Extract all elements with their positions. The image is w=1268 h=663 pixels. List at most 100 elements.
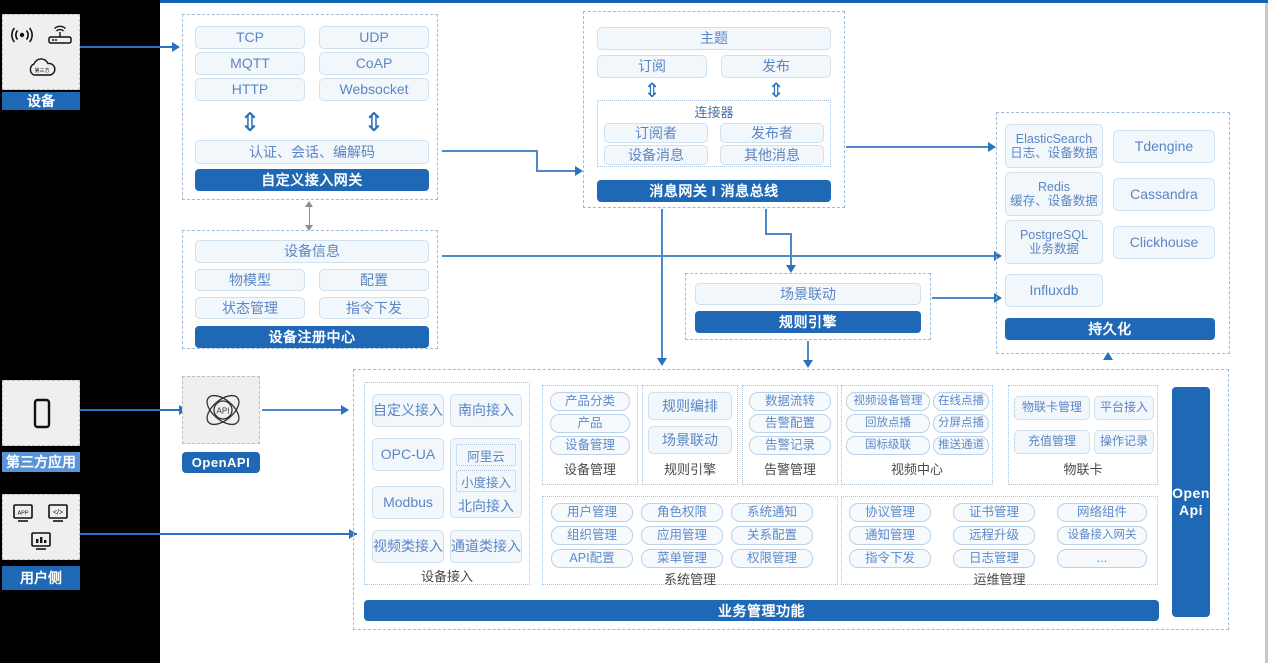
device-management-product-category[interactable]: 产品分类	[550, 392, 630, 411]
system-relation-config[interactable]: 关系配置	[731, 526, 813, 545]
registry-device-info[interactable]: 设备信息	[195, 240, 429, 263]
business-management-group	[353, 369, 1229, 630]
video-push-channel[interactable]: 推送通道	[933, 436, 989, 455]
protocol-coap[interactable]: CoAP	[319, 52, 429, 75]
messagebus-to-rule-seg3	[790, 233, 792, 267]
third-party-icon-tile	[2, 380, 80, 446]
device-management-device[interactable]: 设备管理	[550, 436, 630, 455]
system-menu-management[interactable]: 菜单管理	[641, 549, 723, 568]
system-app-management[interactable]: 应用管理	[641, 526, 723, 545]
device-access-opcua[interactable]: OPC-UA	[372, 438, 444, 471]
iot-card-management[interactable]: 物联卡管理	[1014, 396, 1090, 420]
connector-publisher[interactable]: 发布者	[720, 123, 824, 143]
ops-notification-management[interactable]: 通知管理	[849, 526, 931, 545]
video-gb-cascade[interactable]: 国标级联	[846, 436, 930, 455]
system-management-label: 系统管理	[663, 571, 716, 587]
connector-subscriber[interactable]: 订阅者	[604, 123, 708, 143]
registry-state-management[interactable]: 状态管理	[195, 297, 305, 319]
dashboard-chart-icon	[31, 532, 51, 550]
persistence-tdengine[interactable]: Tdengine	[1113, 130, 1215, 163]
device-access-modbus[interactable]: Modbus	[372, 486, 444, 519]
gateway-right-double-arrow-icon: ⇕	[363, 108, 385, 138]
persistence-clickhouse[interactable]: Clickhouse	[1113, 226, 1215, 259]
registry-command-dispatch[interactable]: 指令下发	[319, 297, 429, 319]
video-split-screen-vod[interactable]: 分屏点播	[933, 414, 989, 433]
messagebus-to-persistence-line	[846, 146, 988, 148]
video-device-management[interactable]: 视频设备管理	[846, 392, 930, 411]
messagebus-to-rule-seg1	[765, 209, 767, 234]
persistence-influxdb[interactable]: Influxdb	[1005, 274, 1103, 307]
protocol-websocket[interactable]: Websocket	[319, 78, 429, 101]
protocol-http[interactable]: HTTP	[195, 78, 305, 101]
ops-device-access-gateway[interactable]: 设备接入网关	[1057, 526, 1147, 545]
rule-scene-linkage[interactable]: 场景联动	[695, 283, 921, 305]
northbound-aliyun-box[interactable]	[456, 444, 516, 466]
message-subscribe[interactable]: 订阅	[597, 55, 707, 78]
protocol-mqtt[interactable]: MQTT	[195, 52, 305, 75]
ops-log-management[interactable]: 日志管理	[953, 549, 1035, 568]
persistence-postgresql[interactable]: PostgreSQL 业务数据	[1005, 220, 1103, 264]
gateway-auth-session-codec[interactable]: 认证、会话、编解码	[195, 140, 429, 164]
northbound-xiaodu-box[interactable]	[456, 470, 516, 492]
rule-engine-orchestration[interactable]: 规则编排	[648, 392, 732, 420]
alarm-config[interactable]: 告警配置	[749, 414, 831, 433]
protocol-tcp[interactable]: TCP	[195, 26, 305, 49]
video-online-vod[interactable]: 在线点播	[933, 392, 989, 411]
device-access-custom[interactable]: 自定义接入	[372, 394, 444, 427]
connector-device-message[interactable]: 设备消息	[604, 145, 708, 165]
ops-command-dispatch[interactable]: 指令下发	[849, 549, 931, 568]
ops-network-components[interactable]: 网络组件	[1057, 503, 1147, 522]
device-access-southbound[interactable]: 南向接入	[450, 394, 522, 427]
gateway-to-messagebus-seg1	[442, 150, 537, 152]
persistence-elasticsearch[interactable]: ElasticSearch 日志、设备数据	[1005, 124, 1103, 168]
rule-to-persistence-arrow	[994, 293, 1002, 303]
persistence-cassandra[interactable]: Cassandra	[1113, 178, 1215, 211]
alarm-records[interactable]: 告警记录	[749, 436, 831, 455]
rule-engine-group	[685, 273, 931, 340]
rule-to-business-line	[807, 341, 809, 363]
connector-device-to-gateway-arrow	[172, 42, 180, 52]
device-management-product[interactable]: 产品	[550, 414, 630, 433]
cloud-icon: 第三方	[29, 58, 56, 76]
iot-card-label: 物联卡	[1063, 461, 1103, 477]
device-access-channel[interactable]: 通道类接入	[450, 530, 522, 563]
system-org-management[interactable]: 组织管理	[551, 526, 633, 545]
system-role-permission[interactable]: 角色权限	[641, 503, 723, 522]
message-topic[interactable]: 主题	[597, 27, 831, 50]
registry-thing-model[interactable]: 物模型	[195, 269, 305, 291]
system-notification[interactable]: 系统通知	[731, 503, 813, 522]
system-permission-management[interactable]: 权限管理	[731, 549, 813, 568]
iot-card-platform-access[interactable]: 平台接入	[1094, 396, 1154, 420]
device-access-video[interactable]: 视频类接入	[372, 530, 444, 563]
device-access-northbound[interactable]: 北向接入	[450, 438, 522, 518]
ops-certificate-management[interactable]: 证书管理	[953, 503, 1035, 522]
persistence-redis[interactable]: Redis 缓存、设备数据	[1005, 172, 1103, 216]
video-playback-vod[interactable]: 回放点播	[846, 414, 930, 433]
registry-config[interactable]: 配置	[319, 269, 429, 291]
gateway-registry-link-arrow-down	[305, 225, 313, 231]
openapi-badge: OpenAPI	[182, 452, 260, 473]
device-icon-tile: 第三方	[2, 14, 80, 90]
alarm-data-flow[interactable]: 数据流转	[749, 392, 831, 411]
svg-text:</>: </>	[53, 510, 63, 517]
rule-engine-scene-linkage[interactable]: 场景联动	[648, 426, 732, 454]
system-management-group	[542, 496, 838, 585]
system-api-config[interactable]: API配置	[551, 549, 633, 568]
iot-card-recharge[interactable]: 充值管理	[1014, 430, 1090, 454]
rule-engine-bm-group	[642, 385, 738, 485]
system-user-management[interactable]: 用户管理	[551, 503, 633, 522]
alarm-management-label: 告警管理	[763, 461, 816, 477]
alarm-management-group	[742, 385, 838, 485]
user-side-icon-tile: APP </>	[2, 494, 80, 560]
ops-remote-upgrade[interactable]: 远程升级	[953, 526, 1035, 545]
ops-more[interactable]: ...	[1057, 549, 1147, 568]
connector-other-message[interactable]: 其他消息	[720, 145, 824, 165]
protocol-udp[interactable]: UDP	[319, 26, 429, 49]
iot-card-operation-log[interactable]: 操作记录	[1094, 430, 1154, 454]
persistence-group	[996, 112, 1230, 354]
video-center-group	[841, 385, 993, 485]
persistence-title-bar: 持久化	[1005, 318, 1215, 340]
ops-protocol-management[interactable]: 协议管理	[849, 503, 931, 522]
rail-label-third-party: 第三方应用	[2, 452, 80, 472]
message-publish[interactable]: 发布	[721, 55, 831, 78]
